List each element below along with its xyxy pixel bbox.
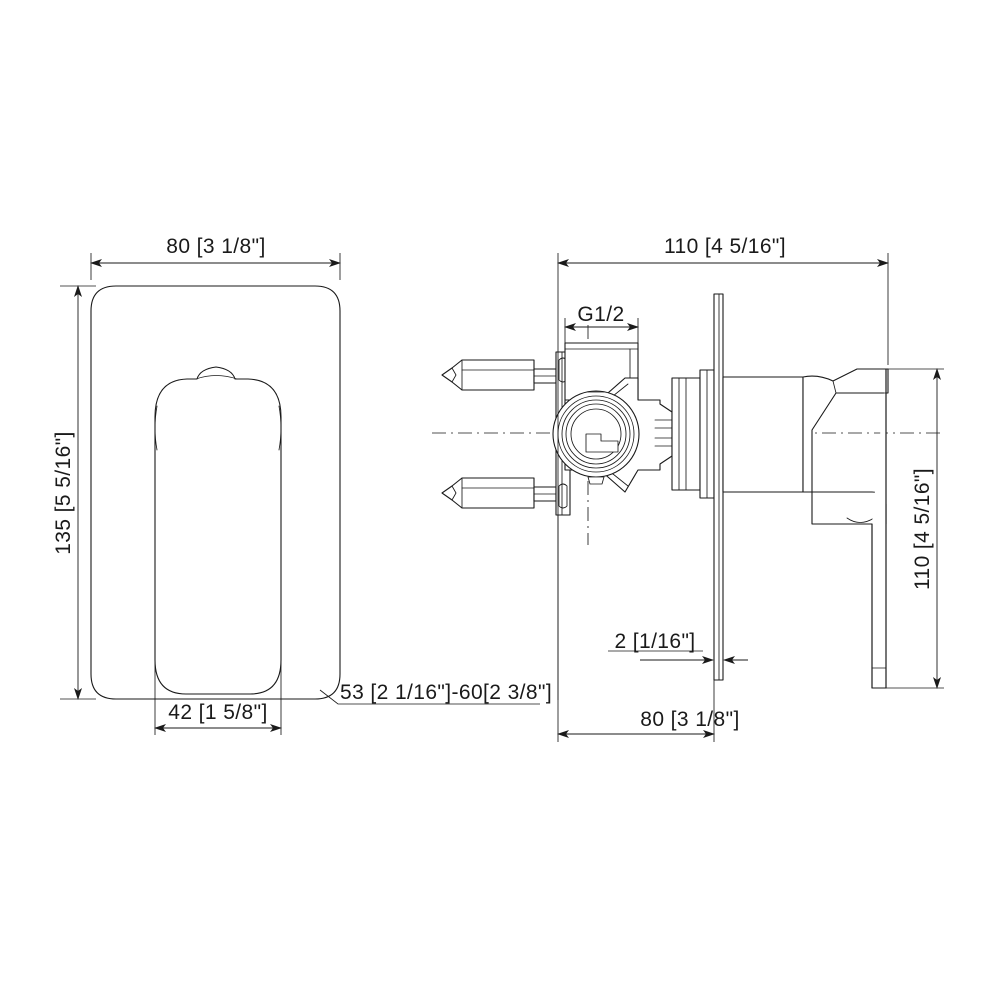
rough-in-depth-label: 53 [2 1/16"]-60[2 3/8"] xyxy=(340,681,552,704)
lower-inlet-stem-body xyxy=(441,477,535,509)
cartridge-bottom-lug xyxy=(587,476,605,485)
cartridge-keyway xyxy=(585,433,619,453)
front-lever-right-edge-arc xyxy=(278,405,282,451)
upper-inlet-stem-tip xyxy=(451,367,457,383)
front-lever-handle-outline xyxy=(154,366,282,695)
rough-in-depth-leader xyxy=(319,689,540,705)
cartridge-ring-3 xyxy=(565,403,627,465)
front-trim-plate-outline xyxy=(90,285,341,700)
front-lever-left-edge-arc xyxy=(154,405,158,451)
valve-cartridge-detail xyxy=(552,390,640,485)
side-height-dim-label: 110 [4 5/16"] xyxy=(911,468,934,590)
cartridge-bore-circle xyxy=(570,408,622,460)
side-view-group: 110 [4 5/16"] G1/2 2 [1/16"] 80 [3 1/8"]… xyxy=(432,235,944,742)
lower-inlet-stem xyxy=(441,477,557,509)
front-height-dim-label: 135 [5 5/16"] xyxy=(52,431,75,555)
upper-inlet-stem-body xyxy=(441,359,535,391)
side-depth-dim-label: 110 [4 5/16"] xyxy=(664,235,786,258)
g12-dim-label: G1/2 xyxy=(577,303,624,326)
body-depth-dim-label: 80 [3 1/8"] xyxy=(640,708,739,731)
front-width-dim-label: 80 [3 1/8"] xyxy=(166,235,265,258)
upper-inlet-stem xyxy=(441,359,557,391)
front-view-group: 80 [3 1/8"] 135 [5 5/16"] 42 [1 5/8"] 53… xyxy=(52,235,552,735)
front-lever-crown-arc xyxy=(195,375,238,380)
plate-thickness-dim-label: 2 [1/16"] xyxy=(614,630,695,653)
side-lever-lower-pad-arc xyxy=(846,517,875,523)
escutcheon-sleeve xyxy=(671,369,715,499)
trim-plate-section xyxy=(713,293,724,681)
handle-hub xyxy=(722,376,804,493)
side-lever-blade xyxy=(871,368,887,689)
cartridge-ring-2 xyxy=(561,399,631,469)
lower-inlet-stem-tip xyxy=(451,485,457,501)
handle-hub-body xyxy=(722,376,804,493)
side-lever-upper-arm-crease xyxy=(832,380,837,394)
side-lever-upper-arm xyxy=(802,368,889,493)
trim-plate-body xyxy=(713,293,724,681)
side-lever-handle xyxy=(802,368,889,689)
front-lever-width-dim-label: 42 [1 5/8"] xyxy=(168,701,267,724)
